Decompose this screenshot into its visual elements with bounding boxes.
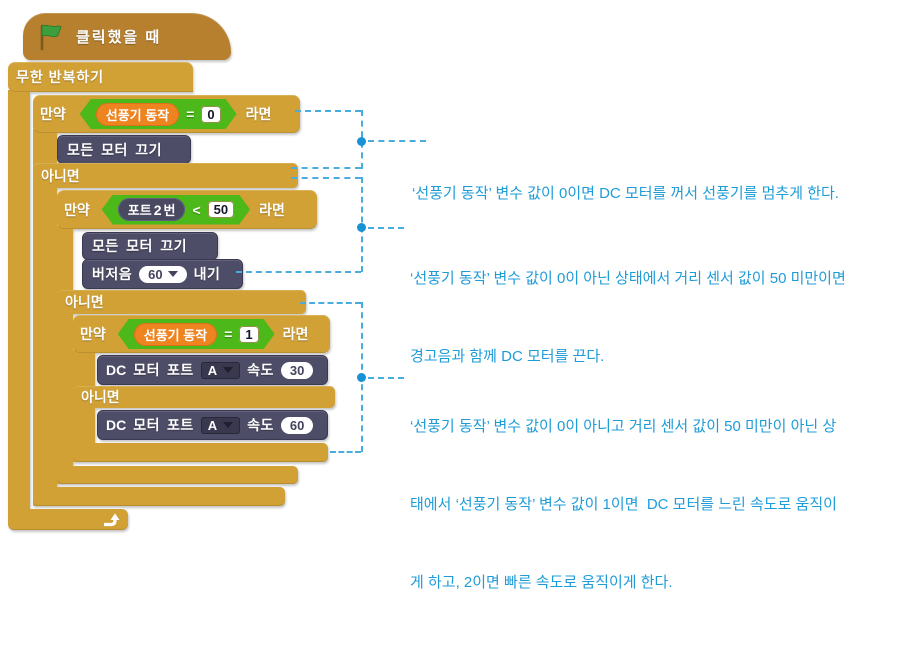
equals-condition-2[interactable]: 선풍기 동작 = 1 bbox=[118, 319, 275, 349]
callout-1-bracket-top bbox=[295, 110, 361, 112]
if-block-3-else-bar[interactable]: 아니면 bbox=[73, 386, 335, 408]
port-dropdown[interactable]: A bbox=[200, 416, 241, 434]
callout-1-connector bbox=[368, 140, 426, 142]
port-label: 포트 bbox=[167, 417, 194, 433]
if-block-2-footer[interactable] bbox=[57, 466, 298, 484]
motor-label: 모터 bbox=[133, 362, 160, 378]
dropdown-arrow-icon bbox=[167, 271, 178, 277]
then-keyword: 라면 bbox=[245, 106, 272, 122]
when-flag-clicked-block[interactable]: 클릭했을 때 bbox=[23, 13, 231, 60]
equals-operator: = bbox=[224, 326, 233, 342]
annotation-line: 게 하고, 2이면 빠른 속도로 움직이게 한다. bbox=[410, 574, 673, 591]
buzzer-prefix-label: 버저음 bbox=[92, 266, 133, 282]
dc-label: DC bbox=[106, 362, 127, 378]
callout-1-dot bbox=[357, 137, 366, 146]
forever-block-label: 무한 반복하기 bbox=[16, 69, 105, 85]
scratch-script-canvas: 클릭했을 때 무한 반복하기 만약 선풍기 동작 = 0 bbox=[8, 13, 846, 591]
callout-1-bracket-bottom bbox=[291, 167, 361, 169]
forever-block-header[interactable]: 무한 반복하기 bbox=[8, 62, 193, 92]
equals-operator: = bbox=[186, 106, 195, 122]
port-reporter-number: 2 bbox=[153, 201, 162, 218]
callout-2-connector bbox=[368, 227, 404, 229]
if-block-1-else-bar[interactable]: 아니면 bbox=[33, 163, 298, 188]
less-than-operator: < bbox=[192, 201, 201, 218]
if-keyword: 만약 bbox=[64, 201, 90, 218]
if-block-1-footer[interactable] bbox=[33, 487, 285, 506]
dc-motor-slow-block[interactable]: DC 모터 포트 A 속도 30 bbox=[97, 355, 328, 385]
motors-off-block-2[interactable]: 모든 모터 끄기 bbox=[82, 232, 218, 260]
less-than-condition[interactable]: 포트 2 번 < 50 bbox=[102, 195, 250, 225]
annotation-1: ‘선풍기 동작’ 변수 값이 0이면 DC 모터를 꺼서 선풍기를 멈추게 한다… bbox=[412, 129, 839, 259]
forever-block-arm[interactable] bbox=[8, 90, 30, 510]
annotation-3: ‘선풍기 동작’ 변수 값이 0이 아니고 거리 센서 값이 50 미만이 아닌… bbox=[410, 362, 837, 648]
if3-value-input[interactable]: 1 bbox=[239, 326, 258, 343]
motor-label: 모터 bbox=[133, 417, 160, 433]
buzzer-suffix-label: 내기 bbox=[193, 266, 221, 282]
motors-off-label: 모든 모터 끄기 bbox=[92, 238, 188, 254]
green-flag-icon bbox=[37, 23, 64, 51]
annotation-line: 경고음과 함께 DC 모터를 끈다. bbox=[410, 348, 605, 365]
if-block-1-arm[interactable] bbox=[33, 129, 57, 506]
if-block-3-header[interactable]: 만약 선풍기 동작 = 1 라면 bbox=[73, 315, 330, 353]
else-keyword: 아니면 bbox=[81, 389, 120, 405]
speed-value-fast[interactable]: 60 bbox=[280, 416, 314, 434]
if2-value-input[interactable]: 50 bbox=[208, 201, 234, 218]
port-reporter-suffix: 번 bbox=[163, 203, 176, 218]
then-keyword: 라면 bbox=[259, 201, 285, 218]
loop-arrow-icon bbox=[101, 511, 121, 528]
else-keyword: 아니면 bbox=[65, 294, 104, 310]
callout-3-connector bbox=[368, 377, 404, 379]
annotation-2: ‘선풍기 동작’ 변수 값이 0이 아닌 상태에서 거리 센서 값이 50 미만… bbox=[410, 214, 846, 422]
variable-fan-pill[interactable]: 선풍기 동작 bbox=[134, 323, 217, 346]
if-block-2-else-bar[interactable]: 아니면 bbox=[57, 290, 306, 314]
motors-off-block-1[interactable]: 모든 모터 끄기 bbox=[57, 135, 191, 164]
annotation-line: 태에서 ‘선풍기 동작’ 변수 값이 1이면 DC 모터를 느린 속도로 움직이 bbox=[410, 496, 837, 513]
block-script: 클릭했을 때 무한 반복하기 만약 선풍기 동작 = 0 bbox=[8, 13, 335, 530]
callout-2-dot bbox=[357, 223, 366, 232]
buzzer-tone-dropdown[interactable]: 60 bbox=[139, 265, 187, 283]
buzzer-block[interactable]: 버저음 60 내기 bbox=[82, 259, 243, 289]
hat-block-label: 클릭했을 때 bbox=[76, 29, 162, 46]
buzzer-tone-value: 60 bbox=[148, 266, 163, 282]
forever-block-footer[interactable] bbox=[8, 509, 128, 530]
equals-condition-1[interactable]: 선풍기 동작 = 0 bbox=[80, 99, 237, 129]
if-block-3-footer[interactable] bbox=[73, 443, 328, 462]
speed-label: 속도 bbox=[247, 362, 274, 378]
if-block-1-header[interactable]: 만약 선풍기 동작 = 0 라면 bbox=[33, 95, 300, 133]
port-dropdown-value: A bbox=[207, 362, 218, 378]
callout-2-bracket-top bbox=[291, 177, 361, 179]
callout-3-bracket-bottom bbox=[330, 451, 361, 453]
port-dropdown-value: A bbox=[207, 417, 218, 433]
if-block-2-header[interactable]: 만약 포트 2 번 < 50 라면 bbox=[57, 190, 317, 229]
dropdown-arrow-icon bbox=[223, 422, 234, 428]
port-dropdown[interactable]: A bbox=[200, 361, 241, 379]
if-keyword: 만약 bbox=[80, 326, 106, 342]
annotation-line: ‘선풍기 동작’ 변수 값이 0이면 DC 모터를 꺼서 선풍기를 멈추게 한다… bbox=[412, 185, 839, 202]
variable-fan-label: 선풍기 동작 bbox=[105, 107, 170, 123]
dc-label: DC bbox=[106, 417, 127, 433]
variable-fan-pill[interactable]: 선풍기 동작 bbox=[96, 103, 179, 126]
if-keyword: 만약 bbox=[40, 106, 66, 122]
variable-fan-label: 선풍기 동작 bbox=[143, 327, 208, 343]
callout-3-bracket-top bbox=[300, 302, 361, 304]
if-block-2-arm[interactable] bbox=[57, 226, 73, 484]
dropdown-arrow-icon bbox=[223, 367, 234, 373]
then-keyword: 라면 bbox=[282, 326, 309, 342]
port-reporter-prefix: 포트 bbox=[127, 203, 152, 218]
annotation-line: ‘선풍기 동작’ 변수 값이 0이 아니고 거리 센서 값이 50 미만이 아닌… bbox=[410, 418, 837, 435]
callout-3-dot bbox=[357, 373, 366, 382]
annotation-line: ‘선풍기 동작’ 변수 값이 0이 아닌 상태에서 거리 센서 값이 50 미만… bbox=[410, 270, 846, 287]
else-keyword: 아니면 bbox=[41, 167, 80, 184]
motors-off-label: 모든 모터 끄기 bbox=[67, 141, 163, 158]
dc-motor-fast-block[interactable]: DC 모터 포트 A 속도 60 bbox=[97, 410, 328, 440]
port-reporter-pill[interactable]: 포트 2 번 bbox=[118, 198, 186, 221]
if1-value-input[interactable]: 0 bbox=[201, 106, 220, 123]
speed-value-slow[interactable]: 30 bbox=[280, 361, 314, 379]
speed-label: 속도 bbox=[247, 417, 274, 433]
port-label: 포트 bbox=[167, 362, 194, 378]
callout-2-bracket-bottom bbox=[236, 271, 361, 273]
